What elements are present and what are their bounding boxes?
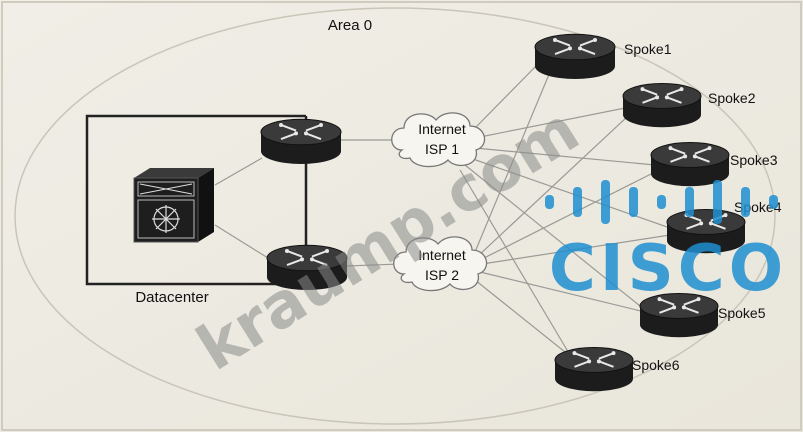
cisco-bar: [769, 195, 778, 209]
datacenter-frame: [85, 114, 306, 286]
spoke-router-2-icon: [622, 83, 702, 128]
cisco-bar: [685, 187, 694, 217]
link-isp1-spoke4: [469, 157, 671, 229]
link-isp1-spoke5: [464, 164, 646, 311]
link-isp2-spoke2: [477, 115, 629, 257]
spoke6-label: Spoke6: [632, 357, 680, 373]
link-isp1-spoke3: [474, 147, 656, 166]
link-switch-hub2: [214, 224, 269, 259]
area-label: Area 0: [328, 17, 372, 34]
hub-router-2-icon: [266, 244, 348, 290]
isp2-line2: ISP 2: [425, 267, 459, 283]
cisco-bar: [741, 187, 750, 217]
isp1-line2: ISP 1: [425, 141, 459, 157]
spoke1-label: Spoke1: [624, 41, 672, 57]
isp2-line1: Internet: [418, 247, 466, 263]
cisco-bar: [629, 187, 638, 217]
spoke2-label: Spoke2: [708, 90, 756, 106]
cisco-bar: [657, 195, 666, 209]
cloud-isp1: Internet ISP 1: [391, 112, 486, 168]
area-0-boundary: [14, 7, 776, 425]
hub-router-1-icon: [260, 118, 342, 164]
cisco-bar: [601, 180, 610, 224]
spoke-router-1-icon: [534, 33, 616, 79]
isp1-line1: Internet: [418, 121, 466, 137]
link-isp1-spoke2: [474, 107, 626, 139]
cisco-bar: [713, 180, 722, 224]
link-isp2-spoke4: [481, 234, 671, 265]
cisco-brand-text: CISCO: [549, 232, 787, 306]
spoke5-label: Spoke5: [718, 305, 766, 321]
cloud-isp2: Internet ISP 2: [393, 236, 488, 292]
link-isp2-spoke6: [474, 279, 566, 353]
spoke-router-3-icon: [650, 142, 730, 187]
spoke-router-5-icon: [639, 293, 719, 338]
cisco-bars-icon: [545, 180, 778, 224]
datacenter-switch-icon: [133, 168, 214, 243]
cisco-bar: [573, 187, 582, 217]
links: [214, 61, 671, 356]
link-isp2-spoke1: [474, 71, 551, 253]
link-isp1-spoke6: [459, 169, 571, 356]
datacenter-label: Datacenter: [135, 289, 208, 306]
cisco-bar: [545, 195, 554, 209]
spoke3-label: Spoke3: [730, 152, 778, 168]
link-isp2-spoke3: [479, 171, 656, 261]
cisco-logo-watermark: CISCO: [545, 180, 787, 306]
link-hub2-isp2: [345, 263, 401, 267]
link-switch-hub1: [214, 157, 263, 186]
link-isp2-spoke5: [479, 271, 646, 313]
spoke-router-4-icon: [666, 209, 746, 254]
spoke-router-6-icon: [554, 347, 634, 392]
link-isp1-spoke1: [474, 61, 541, 129]
